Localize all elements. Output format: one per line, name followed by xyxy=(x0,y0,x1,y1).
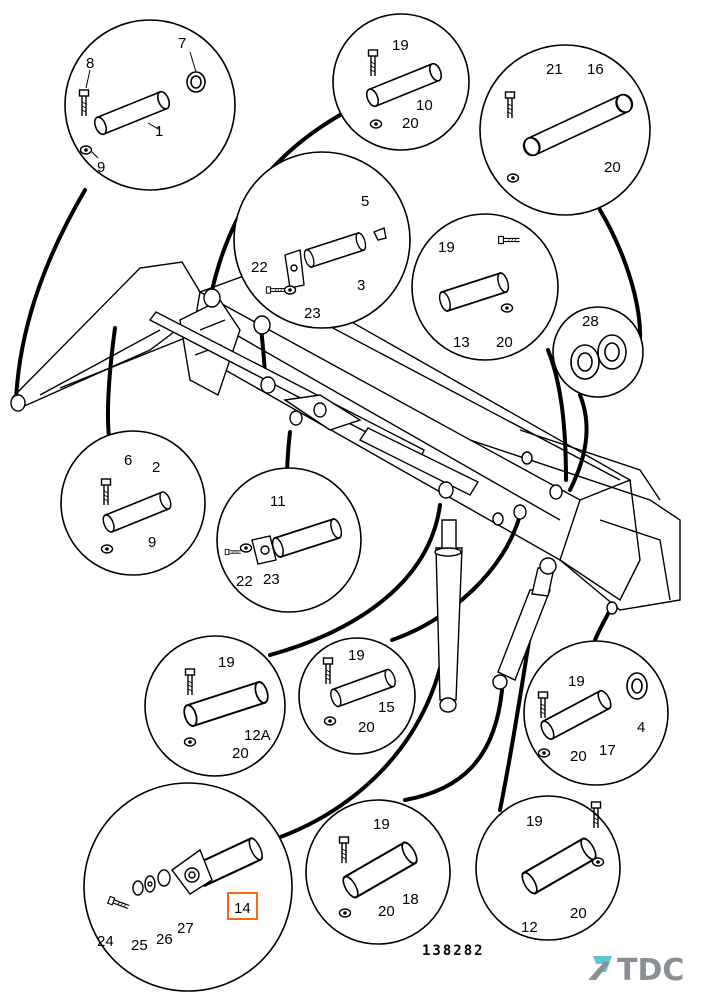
label-9a: 9 xyxy=(97,159,105,176)
label-20f: 20 xyxy=(570,748,587,765)
nut-20c xyxy=(500,303,514,313)
label-17: 17 xyxy=(599,742,616,759)
bushing-4 xyxy=(626,672,648,700)
nut-20e xyxy=(323,716,337,726)
plate-11 xyxy=(251,535,277,565)
label-16: 16 xyxy=(587,61,604,78)
label-1: 1 xyxy=(155,123,163,140)
label-19d: 19 xyxy=(348,647,365,664)
label-13: 13 xyxy=(453,334,470,351)
label-19e: 19 xyxy=(568,673,585,690)
nut-23a xyxy=(283,285,297,295)
label-15: 15 xyxy=(378,699,395,716)
highlight-box-14 xyxy=(227,892,258,920)
label-22b: 22 xyxy=(236,573,253,590)
nut-20d xyxy=(183,737,197,747)
nut-20f xyxy=(537,748,551,758)
nut-9a xyxy=(79,145,93,155)
label-26: 26 xyxy=(156,931,173,948)
nut-20g xyxy=(338,908,352,918)
label-10: 10 xyxy=(416,97,433,114)
label-20d: 20 xyxy=(232,745,249,762)
label-28: 28 xyxy=(582,313,599,330)
label-3: 3 xyxy=(357,277,365,294)
label-24: 24 xyxy=(97,933,114,950)
leader-ticks-1 xyxy=(85,51,197,159)
brand-name: TDC xyxy=(617,953,684,988)
label-25: 25 xyxy=(131,937,148,954)
washers-25-27 xyxy=(132,869,171,896)
boom-assembly xyxy=(10,261,681,713)
label-22a: 22 xyxy=(251,259,268,276)
label-20g: 20 xyxy=(378,903,395,920)
label-11: 11 xyxy=(270,493,286,510)
nut-20a xyxy=(369,119,383,129)
bushing-7 xyxy=(186,71,206,93)
label-4: 4 xyxy=(637,719,645,736)
label-12: 12 xyxy=(521,919,538,936)
label-23a: 23 xyxy=(304,305,321,322)
label-20c: 20 xyxy=(496,334,513,351)
lug-plate-14 xyxy=(171,848,213,895)
label-18: 18 xyxy=(402,891,419,908)
label-9b: 9 xyxy=(148,534,156,551)
nut-20h xyxy=(591,857,605,867)
bushing-28 xyxy=(570,334,627,380)
clip-5 xyxy=(373,227,387,241)
label-19f: 19 xyxy=(373,816,390,833)
label-14: 14 xyxy=(234,900,251,917)
nut-20b xyxy=(506,173,520,183)
label-12A: 12A xyxy=(244,727,271,744)
reference-number: 138282 xyxy=(422,943,485,959)
label-19b: 19 xyxy=(438,239,455,256)
plate-3 xyxy=(284,249,305,289)
nut-23b xyxy=(239,543,253,553)
label-27: 27 xyxy=(177,920,194,937)
label-19g: 19 xyxy=(526,813,543,830)
detail-circle-2-6-9 xyxy=(60,430,206,576)
label-19a: 19 xyxy=(392,37,409,54)
label-19c: 19 xyxy=(218,654,235,671)
label-6: 6 xyxy=(124,452,132,469)
label-20e: 20 xyxy=(358,719,375,736)
label-23b: 23 xyxy=(263,571,280,588)
label-5: 5 xyxy=(361,193,369,210)
tdc-logo-icon xyxy=(588,956,612,980)
label-8: 8 xyxy=(86,55,94,72)
label-20b: 20 xyxy=(604,159,621,176)
label-20a: 20 xyxy=(402,115,419,132)
detail-circle-3-5-22-23 xyxy=(233,151,411,329)
nut-9b xyxy=(100,544,114,554)
label-21: 21 xyxy=(546,61,563,78)
label-2: 2 xyxy=(152,459,160,476)
label-20h: 20 xyxy=(570,905,587,922)
label-7: 7 xyxy=(178,35,186,52)
